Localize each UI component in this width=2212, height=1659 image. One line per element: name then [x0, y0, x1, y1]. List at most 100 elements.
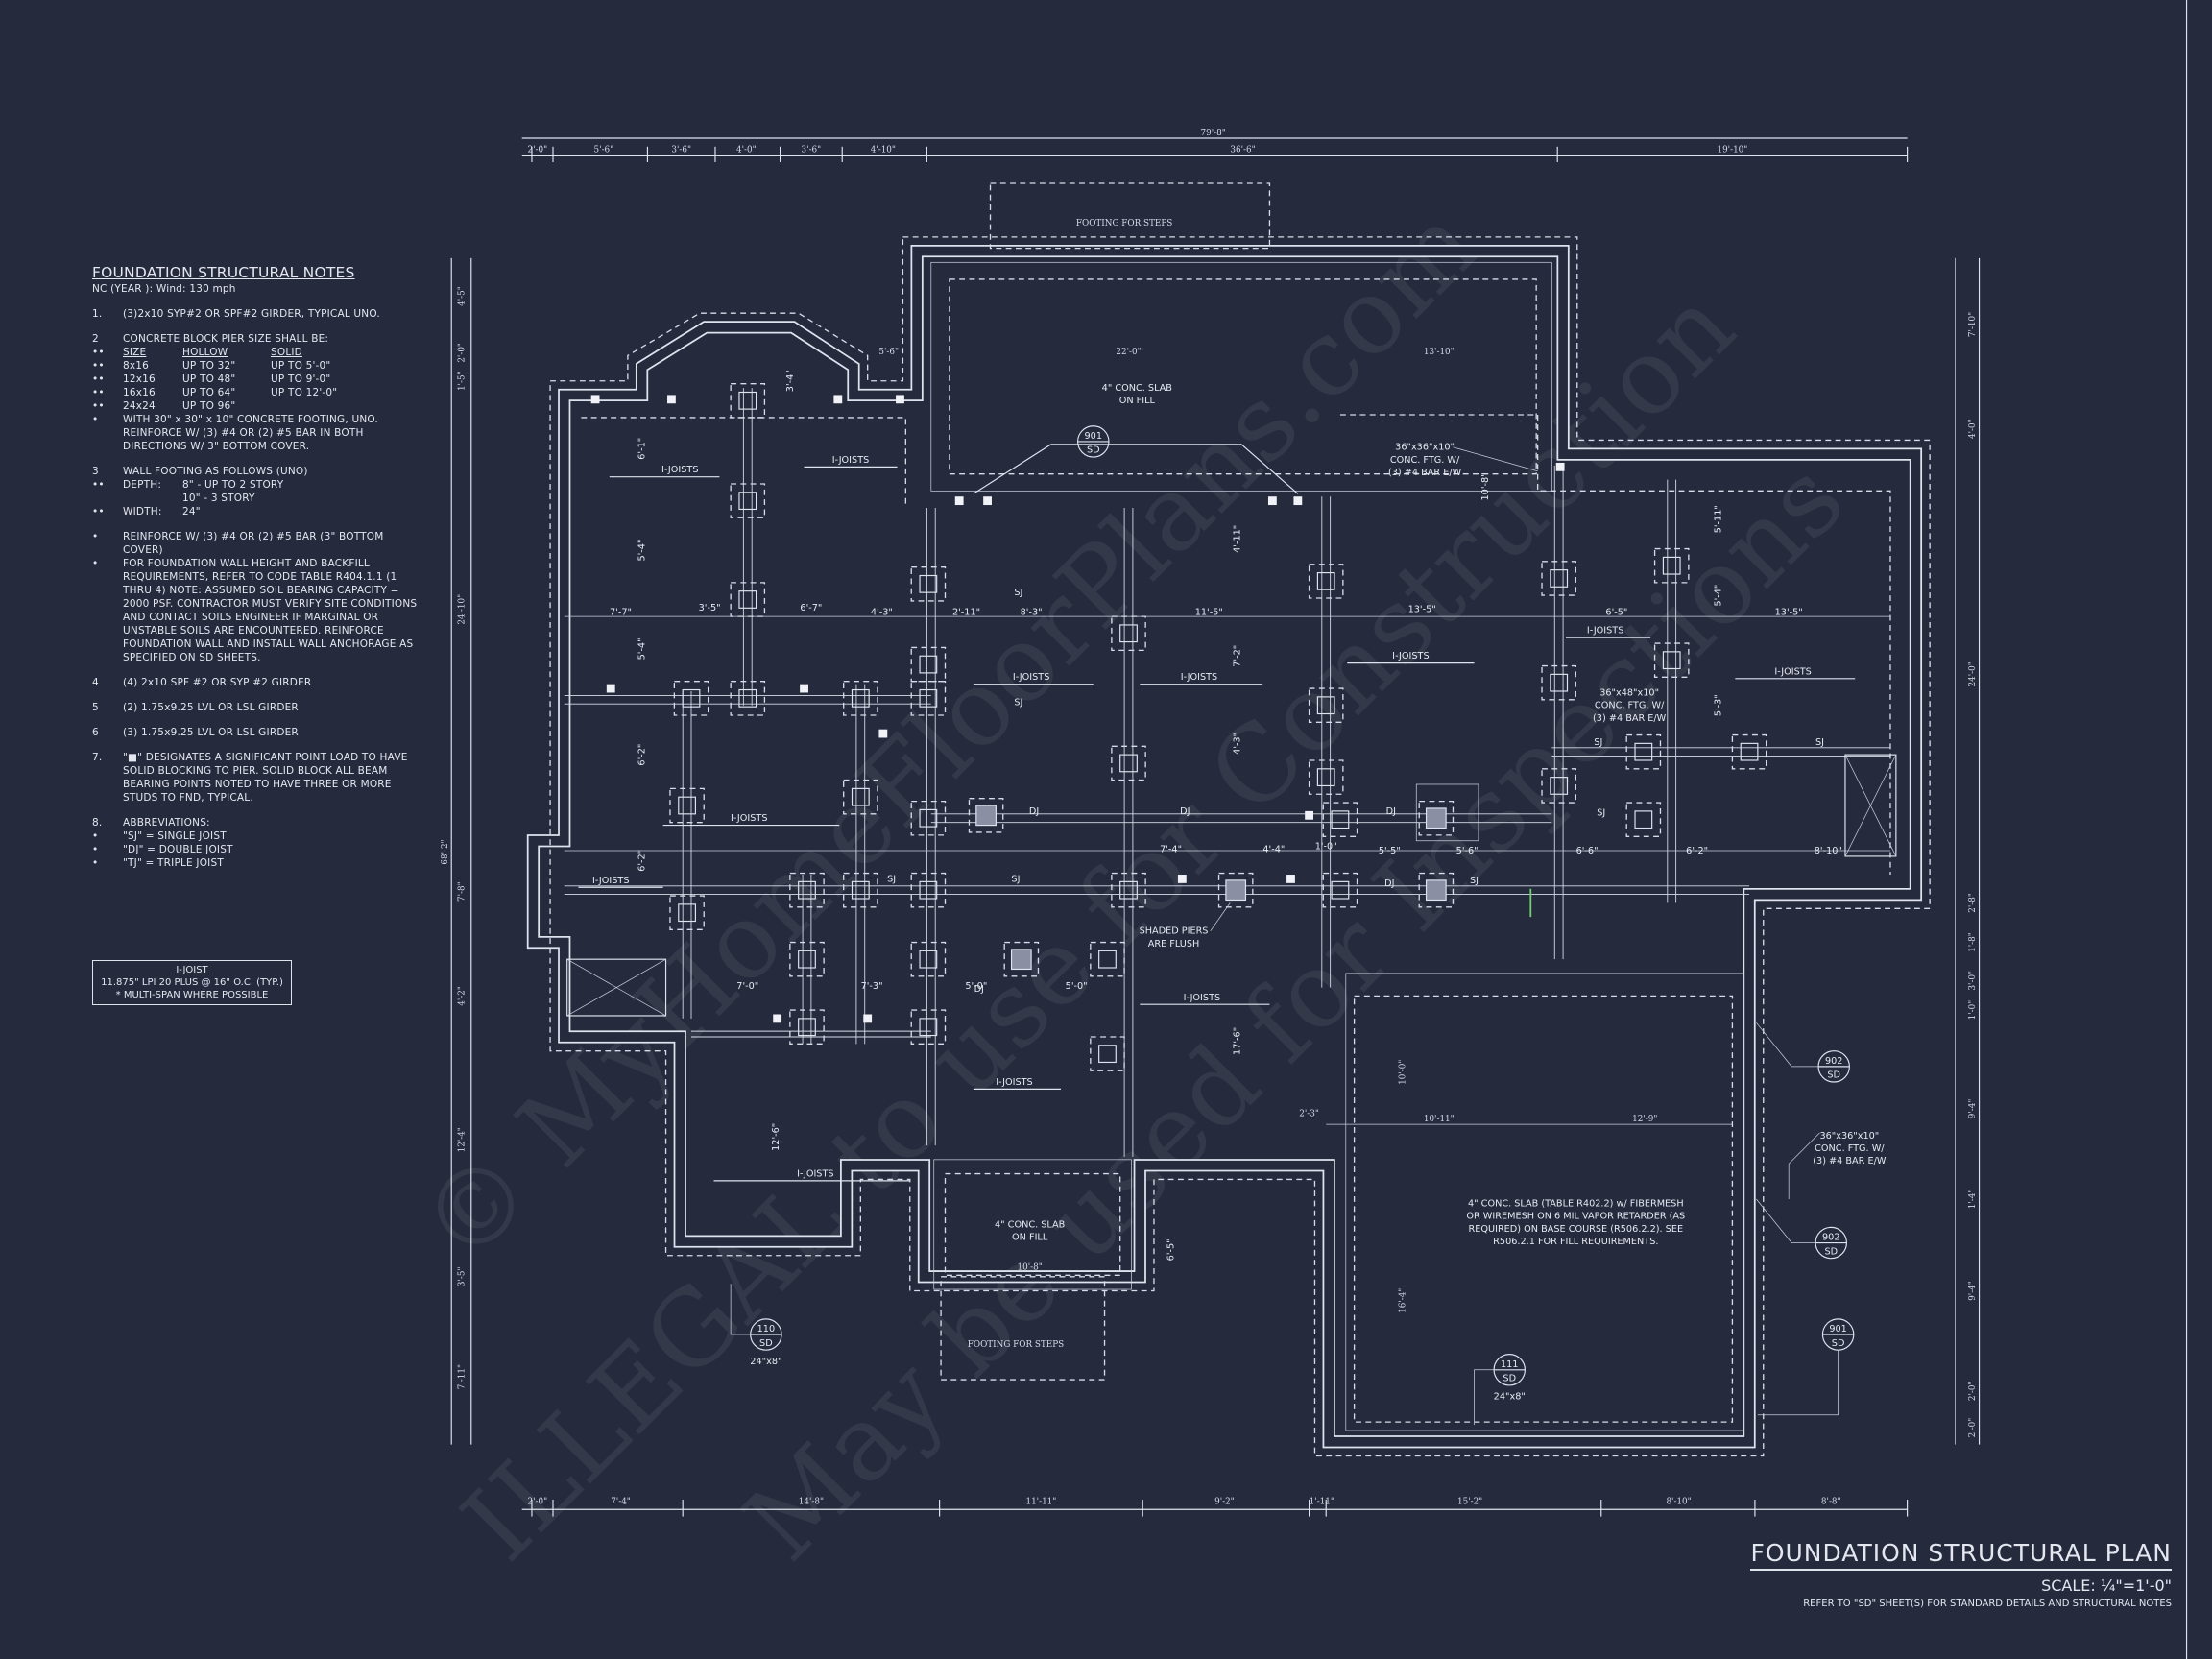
dim-bottom: 1'-11"	[1310, 1497, 1334, 1506]
pier-footing	[730, 582, 766, 617]
footing-callout: 36"x36"x10"	[1395, 443, 1455, 453]
pier-block	[1098, 950, 1117, 969]
shaded-pier-block	[1225, 879, 1247, 902]
point-load-marker	[954, 496, 964, 506]
pier-block	[1119, 880, 1138, 900]
pier-footing	[843, 779, 878, 815]
slab-note-bottom: 4" CONC. SLAB	[995, 1219, 1065, 1230]
dim-left: 7'-11"	[457, 1364, 467, 1389]
point-load-marker	[983, 496, 992, 506]
dim: 10'-0"	[1399, 1060, 1408, 1085]
dim-top: 4'-0"	[736, 146, 757, 156]
i-joist-spec: 11.875" LPI 20 PLUS @ 16" O.C. (TYP.)	[101, 977, 283, 988]
table-cell: UP TO 5'-0"	[271, 360, 331, 372]
pier	[1308, 687, 1344, 723]
dim: 3'-5"	[699, 603, 721, 613]
pier	[1653, 547, 1690, 584]
note-marker: 6	[92, 727, 99, 738]
dim-bottom: 14'-8"	[799, 1497, 824, 1506]
table-header: SOLID	[271, 347, 302, 358]
point-load-marker	[1293, 496, 1303, 506]
dims-bottom: 2'-0" 7'-4" 14'-8" 11'-11" 9'-2" 1'-11" …	[528, 1497, 1841, 1506]
dim: 10'-8"	[1018, 1262, 1043, 1272]
bubble-num: 901	[1829, 1324, 1847, 1334]
bubble-sheet: SD	[1827, 1070, 1840, 1081]
shaded-pier	[968, 798, 1004, 833]
shaded-piers-note: ARE FLUSH	[1148, 939, 1200, 950]
i-joist-note: * MULTI-SPAN WHERE POSSIBLE	[115, 990, 269, 1000]
table-cell: 24x24	[123, 400, 156, 412]
pier-footing	[910, 646, 947, 683]
dj-label: DJ	[1386, 806, 1396, 817]
pier	[843, 872, 878, 908]
point-load-marker	[878, 729, 888, 738]
dim: 6'-2"	[637, 744, 648, 766]
footing-callout: 36"x36"x10"	[1819, 1131, 1879, 1142]
note-3-wall: FOR FOUNDATION WALL HEIGHT AND BACKFILL …	[123, 558, 418, 663]
width-value: 24"	[182, 506, 201, 517]
pier-block	[919, 808, 938, 828]
pier	[1541, 768, 1576, 804]
pier-footing	[730, 383, 766, 419]
pier-block	[798, 950, 816, 969]
dim-left: 3'-5"	[457, 1266, 467, 1286]
sj-label: SJ	[1011, 874, 1020, 884]
pier-block	[1098, 1045, 1117, 1064]
dj-label: DJ	[1180, 806, 1190, 817]
table-header: HOLLOW	[182, 347, 228, 358]
footing-callout: (3) #4 BAR E/W	[1813, 1156, 1887, 1166]
dim: 13'-5"	[1775, 608, 1803, 618]
dim: 6'-1"	[637, 438, 648, 460]
i-joists-label: I-JOISTS	[1181, 672, 1217, 683]
pier	[910, 566, 947, 602]
plan-reference: REFER TO "SD" SHEET(S) FOR STANDARD DETA…	[1803, 1599, 2172, 1609]
pier-block	[919, 688, 938, 708]
dim-right: 9'-4"	[1968, 1281, 1978, 1301]
pier-footing	[910, 941, 947, 977]
pier	[789, 941, 825, 977]
pier	[669, 895, 705, 930]
dim: 10'-8"	[1480, 472, 1491, 500]
pier	[1308, 564, 1344, 599]
dim: 3'-4"	[785, 370, 796, 392]
pier	[1111, 872, 1146, 908]
pier	[1541, 561, 1576, 596]
dim-top: 4'-10"	[871, 146, 896, 156]
dim: 10'-11"	[1424, 1115, 1455, 1124]
note-marker: 3	[92, 466, 99, 477]
pier-footing	[843, 681, 878, 716]
dim: 4'-3"	[1233, 733, 1243, 755]
dim: 5'-0"	[1066, 981, 1088, 992]
footing-callout: CONC. FTG. W/	[1390, 455, 1460, 466]
pier-footing	[1731, 733, 1767, 770]
pier-block	[851, 688, 870, 708]
footing-callout: CONC. FTG. W/	[1815, 1143, 1885, 1154]
dim-top: 19'-10"	[1717, 146, 1747, 156]
slab-note-bottom: ON FILL	[1012, 1233, 1048, 1243]
pier-footing	[1541, 561, 1576, 596]
pier	[789, 1009, 825, 1046]
i-joists-label: I-JOISTS	[731, 813, 767, 824]
i-joist-box: I-JOIST 11.875" LPI 20 PLUS @ 16" O.C. (…	[92, 960, 292, 1005]
abbreviation: "DJ" = DOUBLE JOIST	[123, 844, 233, 855]
dim-top: 3'-6"	[802, 146, 822, 156]
dim: 7'-0"	[736, 981, 758, 992]
slab-note-top: ON FILL	[1119, 396, 1156, 406]
note-1: (3)2x10 SYP#2 OR SPF#2 GIRDER, TYPICAL U…	[123, 308, 380, 320]
dim: 17'-6"	[1233, 1027, 1243, 1055]
pier	[910, 800, 947, 836]
pier-block	[1550, 777, 1569, 795]
bubble-sheet: SD	[1087, 445, 1100, 456]
dim-right: 2'-0"	[1968, 1381, 1978, 1401]
bubble-note: 24"x8"	[750, 1357, 781, 1367]
dim-left: 2'-0"	[457, 343, 467, 363]
pier-footing	[730, 483, 766, 518]
pier	[730, 483, 766, 518]
dim: 6'-5"	[1166, 1238, 1177, 1261]
